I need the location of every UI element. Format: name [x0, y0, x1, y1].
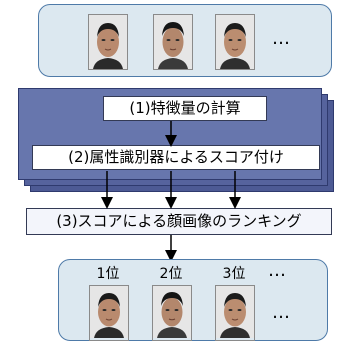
step1-feature-computation: (1)特徴量の計算 — [103, 96, 267, 121]
more-ranked-images-ellipsis: … — [272, 302, 291, 323]
more-images-ellipsis: … — [272, 28, 291, 49]
ranked-face-image-3 — [215, 285, 255, 341]
rank-label-2: 2位 — [159, 266, 183, 282]
ranked-face-image-2 — [152, 285, 192, 341]
face-image-3 — [215, 14, 255, 70]
face-image-1 — [88, 14, 128, 70]
step2-attribute-scoring: (2)属性識別器によるスコア付け — [32, 145, 320, 170]
face-image-2 — [153, 14, 193, 70]
rank-label-3: 3位 — [222, 266, 246, 282]
step3-face-ranking: (3)スコアによる顔画像のランキング — [26, 208, 332, 235]
more-ranks-ellipsis: … — [268, 260, 287, 281]
rank-label-1: 1位 — [96, 266, 120, 282]
ranked-face-image-1 — [89, 285, 129, 341]
